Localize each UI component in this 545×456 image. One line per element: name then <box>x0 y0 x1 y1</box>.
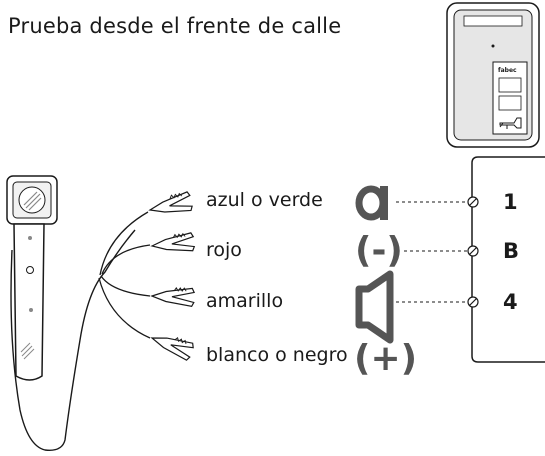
wire-harness <box>98 211 151 339</box>
speaker-grille-icon <box>23 191 42 211</box>
plus-symbol: (+) <box>354 338 417 379</box>
minus-symbol: (-) <box>355 230 403 271</box>
terminal-screw <box>467 245 479 257</box>
alligator-clip <box>150 336 194 361</box>
terminal-label-b: B <box>503 239 520 263</box>
terminal-label-1: 1 <box>503 190 518 214</box>
wire-label-red: rojo <box>206 239 242 261</box>
key-icon <box>499 117 522 129</box>
terminal-screw <box>467 296 479 308</box>
test-handset <box>6 175 136 451</box>
microphone-icon <box>355 185 388 221</box>
street-panel: fabec <box>446 2 540 148</box>
wire-label-blue-green: azul o verde <box>206 189 323 211</box>
wire-label-white-black: blanco o negro <box>206 344 348 366</box>
terminal-block <box>471 156 545 363</box>
terminal-label-4: 4 <box>503 290 518 314</box>
speaker-icon <box>355 270 394 344</box>
diagram-title: Prueba desde el frente de calle <box>8 14 342 38</box>
terminal-screw <box>467 196 479 208</box>
dotted-connections <box>396 201 468 303</box>
alligator-clip <box>148 191 193 213</box>
alligator-clip <box>150 232 196 252</box>
wire-label-yellow: amarillo <box>206 290 284 312</box>
panel-brand: fabec <box>498 67 517 74</box>
alligator-clip <box>150 287 196 308</box>
